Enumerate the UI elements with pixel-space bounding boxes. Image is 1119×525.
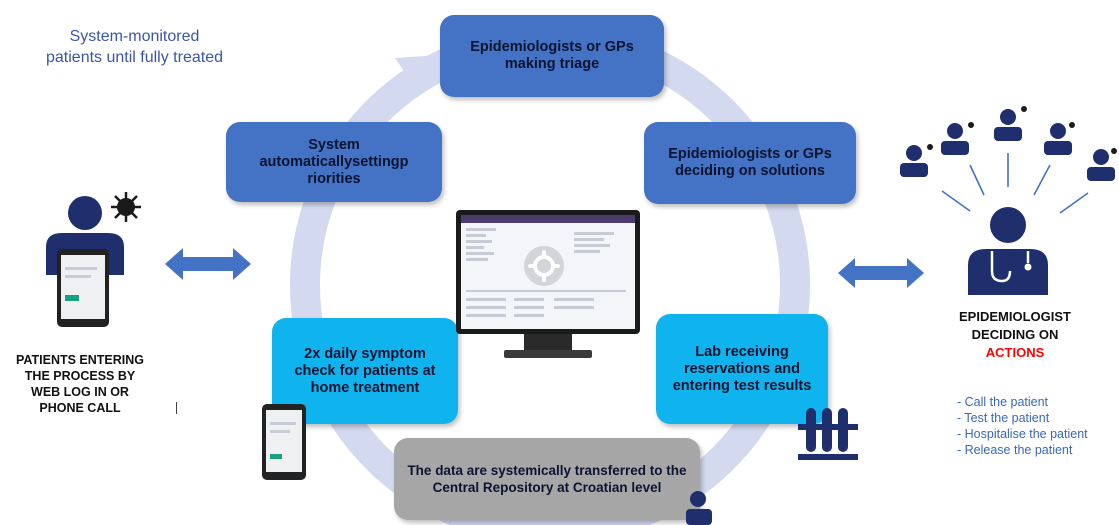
solutions-box: Epidemiologists or GPs deciding on solut… <box>644 122 856 204</box>
lab-text: Lab receiving reservations and entering … <box>672 343 812 394</box>
triage-box: Epidemiologists or GPs making triage <box>440 15 664 97</box>
person-icon <box>900 145 928 177</box>
patients-caption-4: PHONE CALL <box>39 401 121 415</box>
monitor-icon <box>456 210 640 358</box>
test-tubes-icon <box>798 408 858 460</box>
patients-caption: PATIENTS ENTERING THE PROCESS BY WEB LOG… <box>0 352 160 416</box>
note-line-2: patients until fully treated <box>46 49 223 66</box>
note-line-1: System-monitored <box>69 28 200 45</box>
doctor-icon <box>968 207 1048 295</box>
priorities-box: System automaticallysettingp riorities <box>226 122 442 202</box>
actions-list: - Call the patient - Test the patient - … <box>957 394 1117 458</box>
epidemiologist-caption: EPIDEMIOLOGIST DECIDING ON ACTIONS <box>930 308 1100 362</box>
epi-caption-1: EPIDEMIOLOGIST <box>959 309 1071 324</box>
symptom-check-text: 2x daily symptom check for patients at h… <box>294 345 436 396</box>
double-arrow-right <box>838 258 924 288</box>
action-item: - Hospitalise the patient <box>957 427 1088 441</box>
action-item: - Release the patient <box>957 443 1073 457</box>
epi-caption-2: DECIDING ON <box>971 327 1059 342</box>
patients-caption-1: PATIENTS ENTERING <box>15 353 144 367</box>
action-item: - Call the patient <box>957 395 1049 409</box>
double-arrow-left <box>165 248 251 280</box>
person-icon <box>994 109 1022 141</box>
solutions-text: Epidemiologists or GPs deciding on solut… <box>668 146 832 179</box>
system-monitored-note: System-monitored patients until fully tr… <box>22 26 247 68</box>
symptom-check-box: 2x daily symptom check for patients at h… <box>272 318 458 424</box>
patient-figure <box>46 192 141 327</box>
repository-box: The data are systemically transferred to… <box>394 438 700 520</box>
tablet-icon <box>57 249 109 327</box>
lab-box: Lab receiving reservations and entering … <box>656 314 828 424</box>
repository-text: The data are systemically transferred to… <box>407 463 687 495</box>
person-icon <box>686 491 712 525</box>
epidemiologist-network <box>900 106 1117 295</box>
action-item: - Test the patient <box>957 411 1050 425</box>
triage-text: Epidemiologists or GPs making triage <box>470 39 634 72</box>
person-icon <box>1087 149 1115 181</box>
person-icon <box>941 123 969 155</box>
priorities-text: System automaticallysettingp riorities <box>259 136 409 187</box>
patients-caption-3: WEB LOG IN OR <box>31 385 129 399</box>
person-icon <box>1044 123 1072 155</box>
virus-icon <box>111 192 141 222</box>
epi-caption-actions: ACTIONS <box>985 345 1045 360</box>
caption-divider <box>176 402 177 414</box>
gear-icon <box>524 246 564 286</box>
tablet-icon <box>262 404 306 480</box>
patients-caption-2: THE PROCESS BY <box>24 369 136 383</box>
